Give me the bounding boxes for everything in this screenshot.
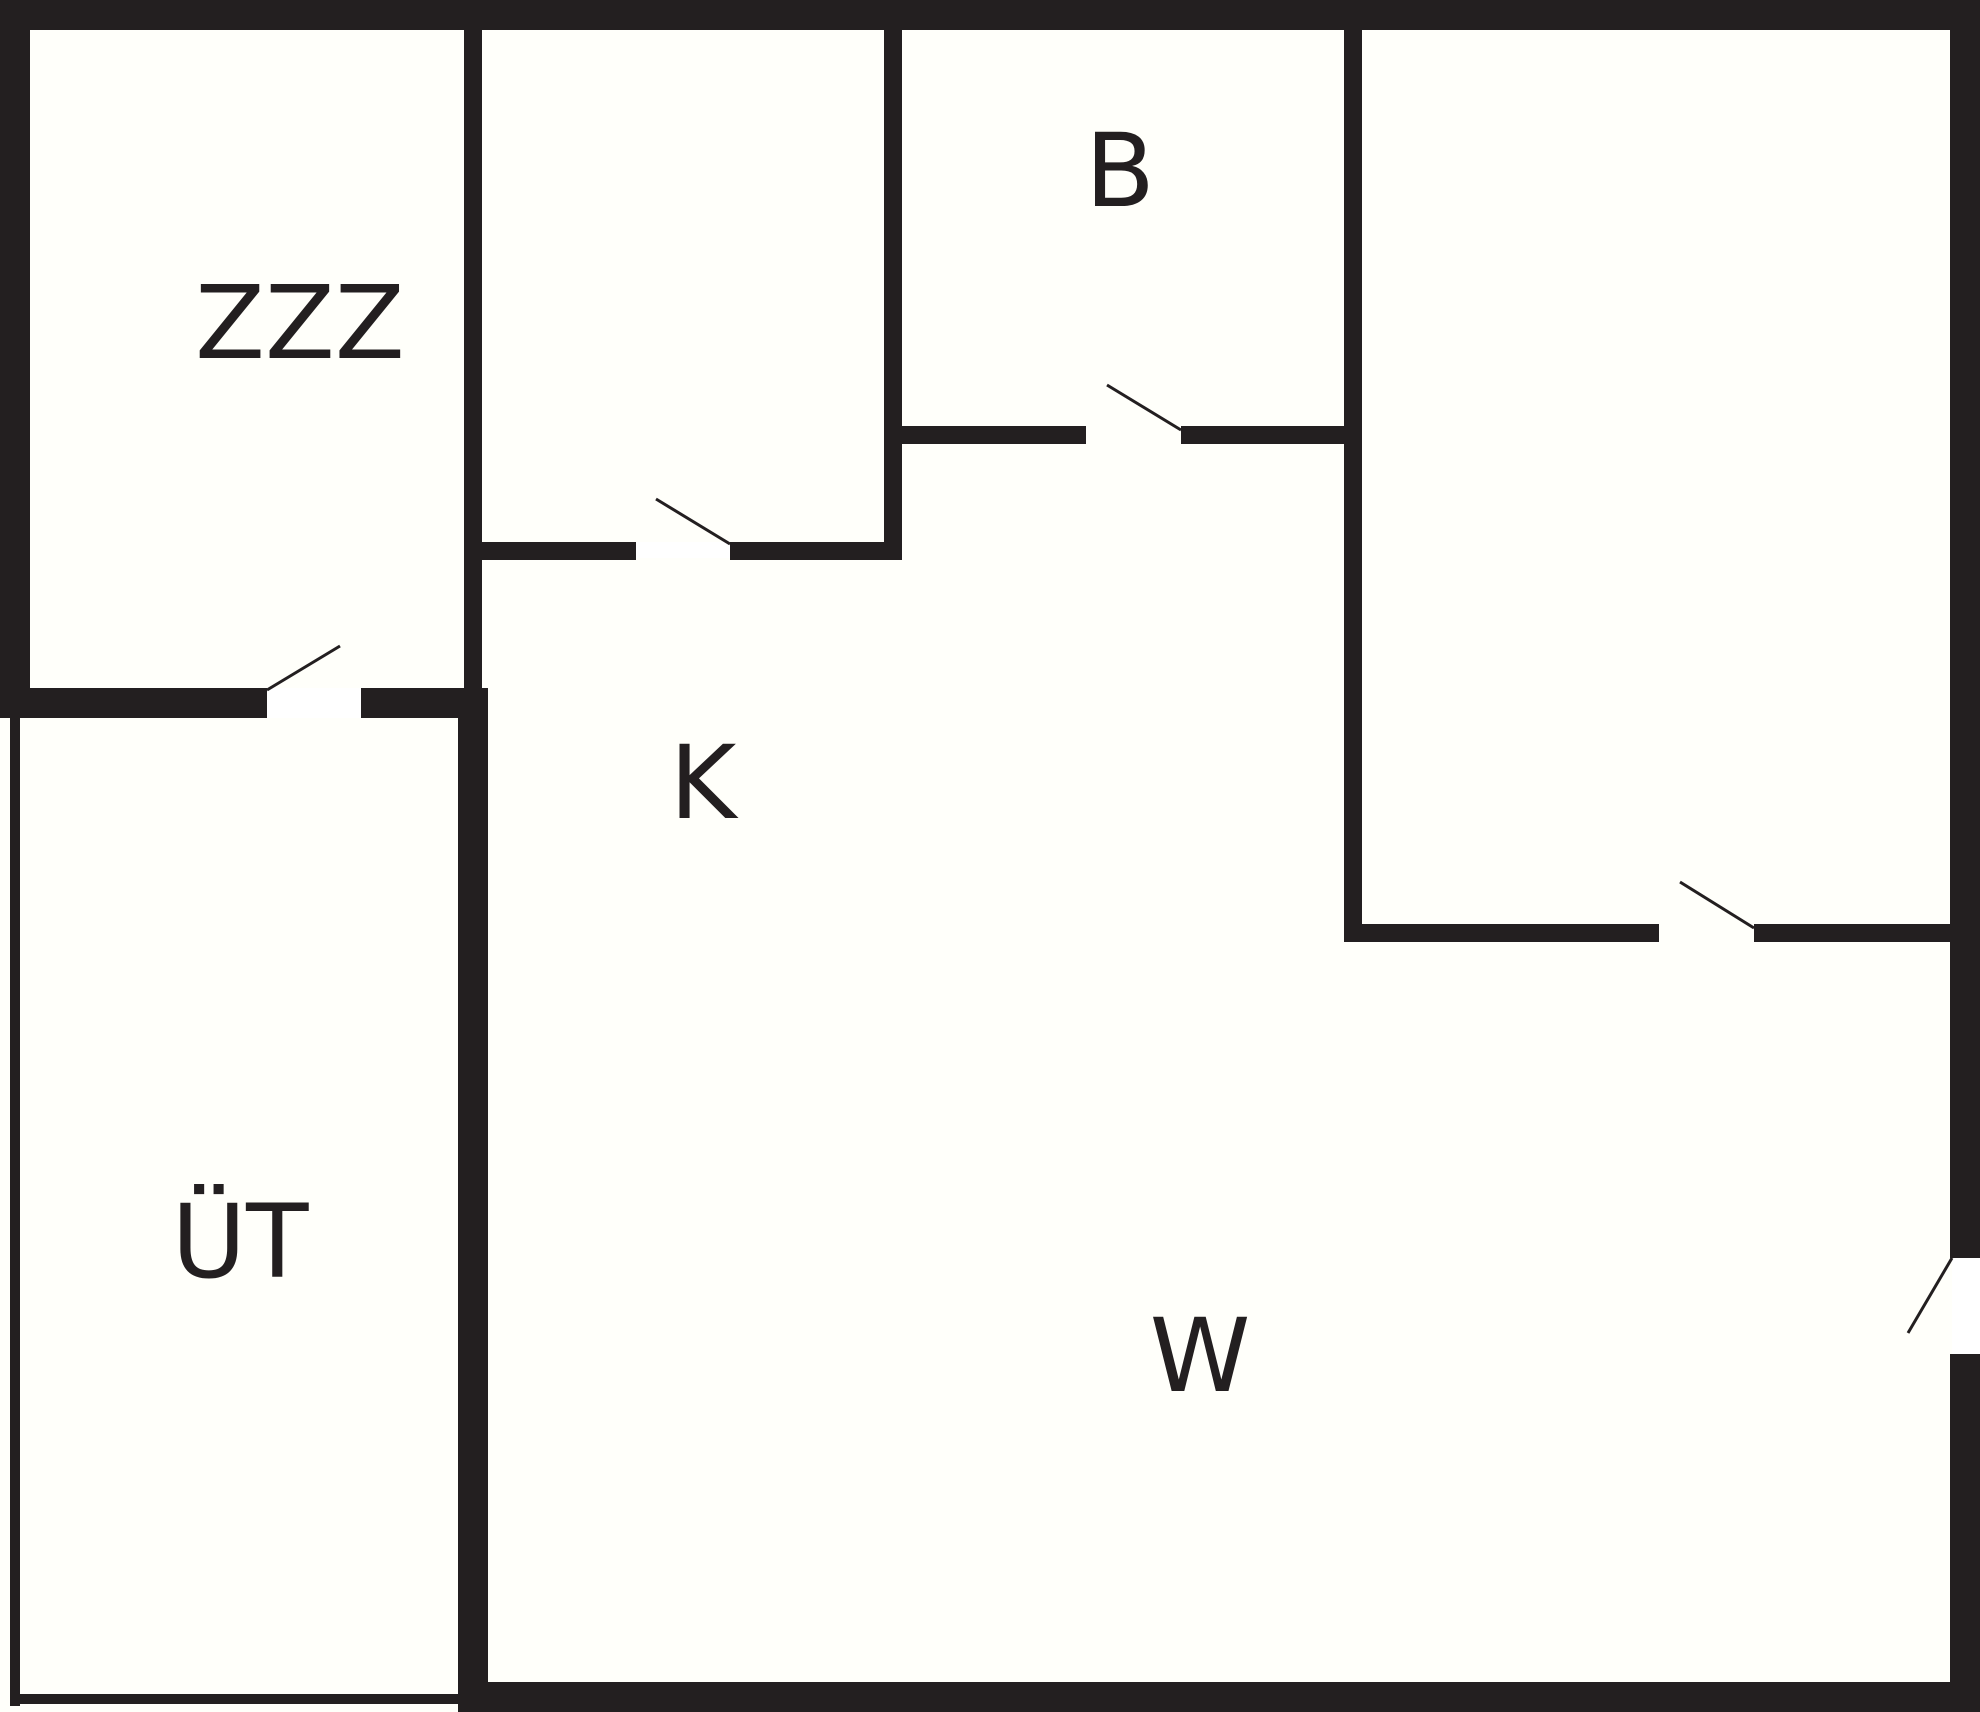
room-label-ut: ÜT bbox=[172, 1183, 310, 1302]
room-label-zzz: ZZZ bbox=[195, 264, 405, 383]
wall-zzz-bottom-left bbox=[0, 688, 267, 718]
door-swing-room2 bbox=[655, 497, 731, 546]
outer-wall-bottom bbox=[458, 1682, 1980, 1712]
door-threshold-zzz bbox=[267, 688, 361, 718]
wall-right-room-bottom-right bbox=[1754, 924, 1954, 942]
wall-ut-bottom bbox=[10, 1694, 460, 1704]
outer-wall-left-upper bbox=[0, 0, 30, 718]
wall-zzz-bottom-right bbox=[361, 688, 466, 718]
door-swing-w-right bbox=[1906, 1257, 1954, 1334]
wall-b-bottom-left bbox=[900, 426, 1086, 444]
room-label-b: B bbox=[1085, 112, 1155, 231]
wall-zzz-right bbox=[464, 0, 482, 690]
outer-wall-right-lower bbox=[1950, 1354, 1980, 1712]
door-swing-right-room bbox=[1679, 880, 1755, 930]
door-threshold-room2 bbox=[636, 542, 730, 558]
wall-room2-bottom-left bbox=[482, 542, 636, 560]
room-label-k: K bbox=[670, 724, 740, 843]
room-label-w: W bbox=[1150, 1297, 1251, 1416]
wall-b-bottom-right bbox=[1181, 426, 1356, 444]
wall-room2-bottom-right bbox=[730, 542, 902, 560]
door-swing-zzz bbox=[266, 644, 341, 692]
wall-ut-k bbox=[458, 688, 488, 1712]
door-threshold-w-right bbox=[1952, 1258, 1980, 1354]
wall-room2-right bbox=[884, 0, 902, 560]
wall-ut-left bbox=[10, 712, 20, 1706]
door-swing-b bbox=[1106, 383, 1182, 432]
wall-b-right bbox=[1344, 0, 1362, 942]
outer-wall-top bbox=[0, 0, 1980, 30]
wall-right-room-bottom-left bbox=[1344, 924, 1659, 942]
outer-wall-right-upper bbox=[1950, 0, 1980, 1258]
